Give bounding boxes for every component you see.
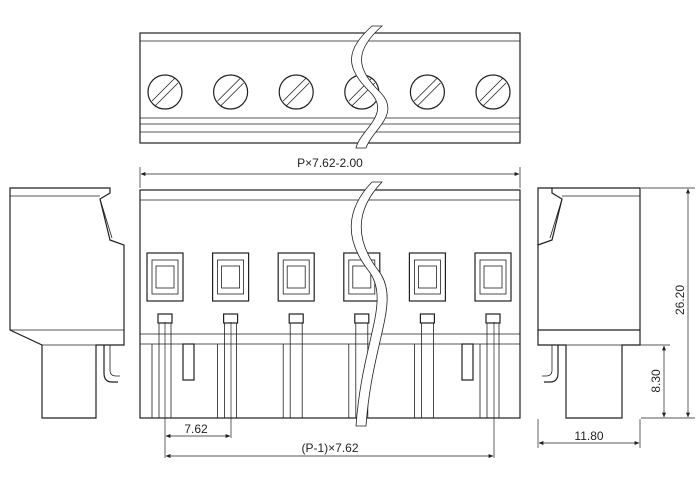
wire-entry-window <box>474 252 512 302</box>
wire-entry-window <box>212 252 250 302</box>
right-side-view: 26.20 8.30 11.80 <box>537 187 695 448</box>
lower-height-label: 8.30 <box>649 369 663 393</box>
test-slot <box>354 313 370 324</box>
top-view <box>139 25 521 149</box>
pin-span-label: (P-1)×7.62 <box>301 441 358 455</box>
wire-entry-window <box>146 252 184 302</box>
screw-heads <box>147 74 511 110</box>
break-line-front <box>350 181 388 427</box>
wire-entry-windows <box>146 252 512 302</box>
front-view: P×7.62-2.00 7.62 (P-1)×7.62 <box>139 156 521 458</box>
screw-head <box>475 74 511 110</box>
screw-head <box>278 74 314 110</box>
test-slot <box>419 313 435 324</box>
depth-label: 11.80 <box>574 429 603 443</box>
left-side-view <box>9 187 125 419</box>
test-slot <box>288 313 304 324</box>
overall-width-label: P×7.62-2.00 <box>297 156 363 170</box>
wire-entry-window <box>277 252 315 302</box>
test-slot <box>157 313 173 324</box>
height-label: 26.20 <box>673 285 687 315</box>
screw-head <box>147 74 183 110</box>
lower-legs <box>151 323 500 418</box>
pitch-label: 7.62 <box>184 422 208 436</box>
latch-left <box>182 343 195 381</box>
test-slot <box>485 313 501 324</box>
break-line-top <box>351 25 389 149</box>
screw-head <box>213 74 249 110</box>
latch-right <box>461 343 474 381</box>
screw-head <box>409 74 445 110</box>
wire-entry-window <box>408 252 446 302</box>
test-slots <box>157 313 501 324</box>
test-slot <box>223 313 239 324</box>
